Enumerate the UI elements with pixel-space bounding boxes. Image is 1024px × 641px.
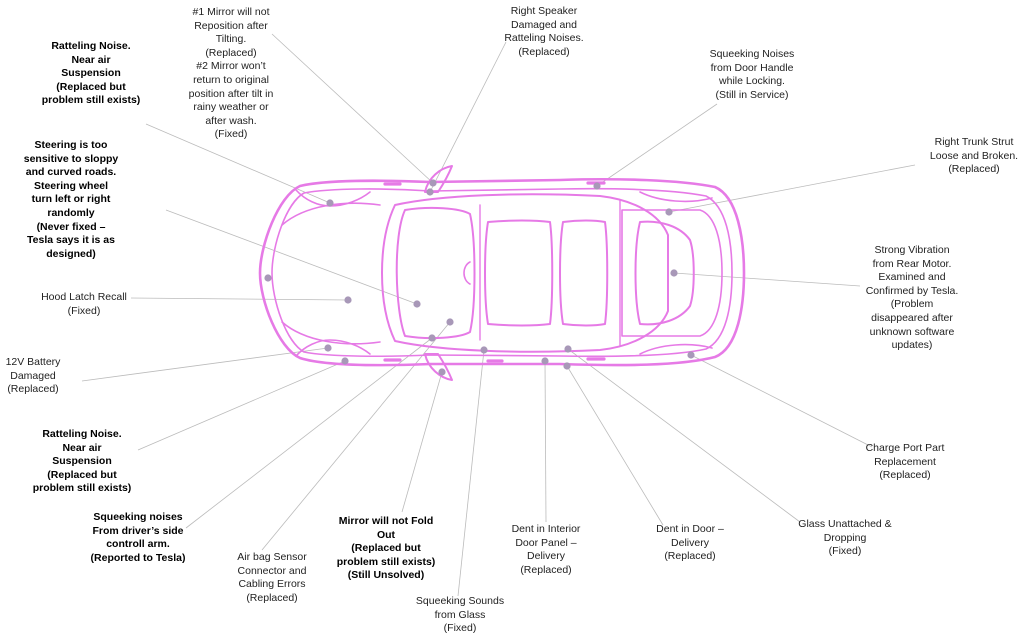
leader-line-hood-latch	[130, 297, 349, 301]
callout-rear-motor-vibration: Strong Vibration from Rear Motor. Examin…	[865, 244, 959, 352]
car-top-view	[258, 165, 746, 381]
callout-dent-door: Dent in Door – Delivery (Replaced)	[656, 523, 724, 563]
front-wheel-arch-bottom	[295, 339, 371, 357]
callout-control-arm: Squeeking noises From driver’s side cont…	[90, 511, 186, 564]
marker-door-handle-squeak	[593, 182, 601, 190]
leader-line-glass-unattached	[567, 348, 801, 523]
callout-airbag-sensor: Air bag Sensor Connector and Cabling Err…	[237, 551, 307, 604]
leader-line-rattle-bottom	[137, 360, 346, 451]
leader-line-door-handle-squeak	[596, 103, 718, 187]
marker-steering	[413, 300, 421, 308]
callout-door-handle-squeak: Squeeking Noises from Door Handle while …	[709, 48, 795, 101]
car-body-outline	[258, 177, 746, 367]
callout-battery-12v: 12V Battery Damaged (Replaced)	[5, 356, 61, 396]
callout-charge-port: Charge Port Part Replacement (Replaced)	[865, 442, 945, 482]
roof-panel-front	[484, 219, 554, 327]
leader-line-rear-motor-vibration	[673, 272, 861, 287]
callout-right-trunk-strut: Right Trunk Strut Loose and Broken. (Rep…	[929, 136, 1019, 176]
marker-squeaking-glass	[480, 346, 488, 354]
leader-line-mirror-fold	[401, 371, 443, 513]
windshield-notch	[463, 261, 471, 285]
marker-dent-door	[563, 362, 571, 370]
leader-line-rattle-top	[145, 123, 331, 204]
marker-right-trunk-strut	[665, 208, 673, 216]
roof-panel-rear	[559, 219, 609, 327]
windshield	[395, 206, 476, 340]
marker-mirror-fold	[438, 368, 446, 376]
mirror-top	[424, 165, 453, 193]
callout-mirror-fold: Mirror will not Fold Out (Replaced but p…	[336, 515, 436, 582]
leader-line-dent-door	[566, 365, 664, 526]
trunk-frame	[621, 209, 723, 337]
rear-wheel-arch-bottom	[639, 343, 713, 355]
marker-rattle-top	[326, 199, 334, 207]
leader-line-battery-12v	[81, 347, 329, 382]
marker-control-arm	[428, 334, 436, 342]
callout-mirror-reposition: #1 Mirror will not Reposition after Tilt…	[188, 6, 274, 141]
marker-rear-motor-vibration	[670, 269, 678, 277]
marker-front-bumper	[264, 274, 272, 282]
marker-glass-unattached	[564, 345, 572, 353]
marker-mirror-reposition	[429, 179, 437, 187]
leader-line-charge-port	[690, 354, 873, 448]
callout-right-speaker: Right Speaker Damaged and Ratteling Nois…	[504, 5, 584, 58]
rear-window	[634, 220, 695, 326]
callout-squeaking-glass: Squeeking Sounds from Glass (Fixed)	[415, 595, 505, 635]
hood-crease-bottom	[281, 321, 381, 345]
callout-glass-unattached: Glass Unattached & Dropping (Fixed)	[798, 518, 892, 558]
problem-markers	[264, 179, 695, 376]
callout-dent-interior-panel: Dent in Interior Door Panel – Delivery (…	[511, 523, 581, 576]
marker-rattle-bottom	[341, 357, 349, 365]
leader-line-squeaking-glass	[457, 349, 485, 597]
leader-line-control-arm	[185, 337, 433, 529]
marker-dent-interior-panel	[541, 357, 549, 365]
leader-line-airbag-sensor	[261, 321, 451, 551]
leader-line-right-speaker	[429, 41, 507, 193]
leader-line-mirror-reposition	[271, 33, 434, 184]
car-inner-contour	[271, 187, 733, 358]
marker-battery-12v	[324, 344, 332, 352]
leader-line-dent-interior-panel	[544, 360, 547, 523]
mirror-bottom	[424, 353, 453, 381]
callout-rattle-bottom: Ratteling Noise. Near air Suspension (Re…	[32, 428, 132, 495]
leader-lines	[81, 33, 916, 597]
callout-steering: Steering is too sensitive to sloppy and …	[23, 139, 119, 260]
marker-airbag-sensor	[446, 318, 454, 326]
marker-hood-latch	[344, 296, 352, 304]
marker-right-speaker	[426, 188, 434, 196]
leader-line-steering	[165, 209, 418, 305]
rear-wheel-arch-top	[639, 191, 713, 203]
marker-charge-port	[687, 351, 695, 359]
callout-rattle-top: Ratteling Noise. Near air Suspension (Re…	[41, 40, 141, 107]
callout-hood-latch: Hood Latch Recall (Fixed)	[41, 291, 127, 317]
leader-line-right-trunk-strut	[668, 164, 916, 213]
cabin-outline	[381, 193, 669, 353]
